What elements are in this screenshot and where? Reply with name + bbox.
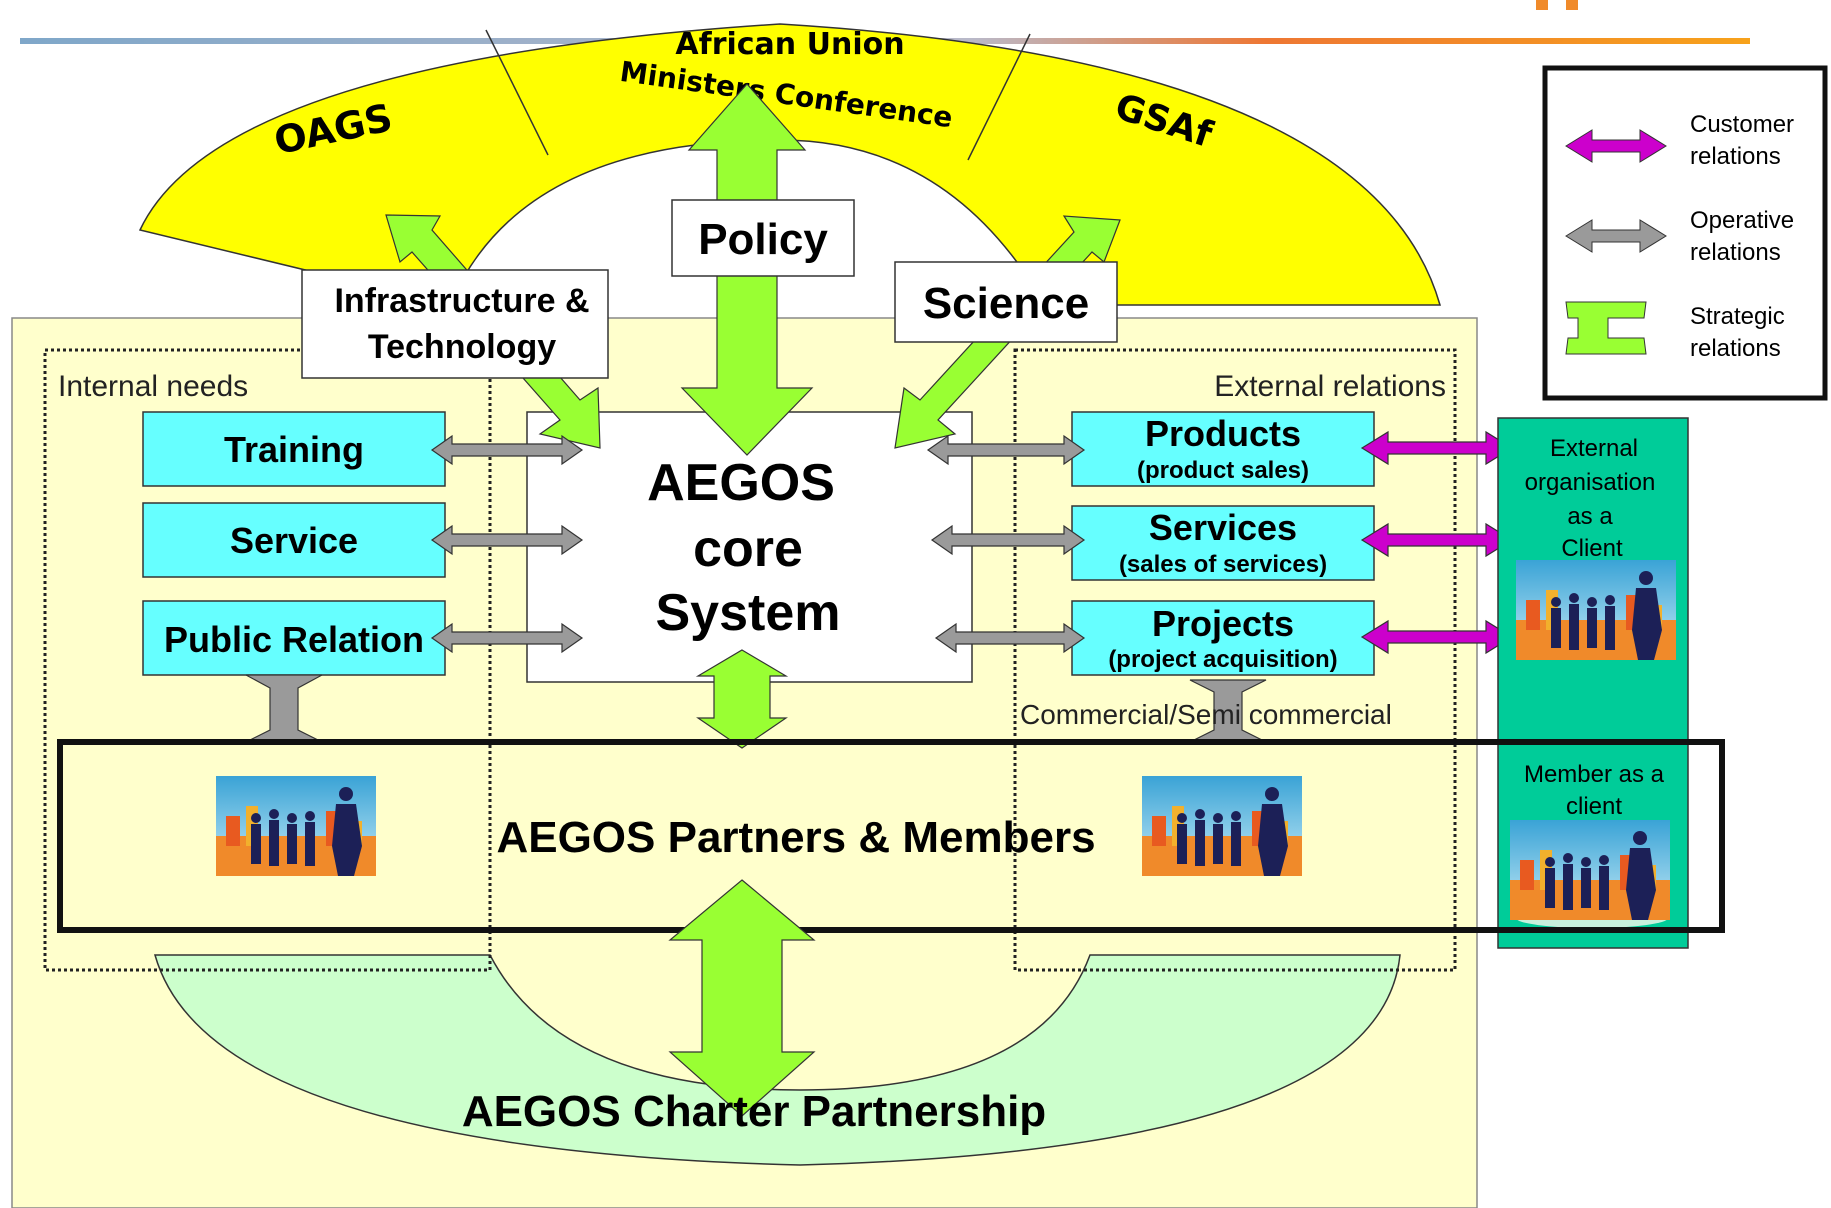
core-line-1: AEGOS — [647, 454, 835, 512]
infrastructure-label-1: Infrastructure & — [334, 282, 589, 320]
service-label: Service — [230, 520, 358, 561]
products-sub: (product sales) — [1137, 457, 1309, 484]
services-box — [1071, 505, 1375, 581]
core-line-2: core — [693, 520, 803, 578]
partners-picture-left — [216, 776, 376, 876]
commercial-label: Commercial/Semi commercial — [1020, 699, 1392, 730]
public-relation-label: Public Relation — [164, 619, 424, 660]
operative-arrow — [430, 622, 584, 654]
core-line-3: System — [656, 584, 841, 642]
services-sub: (sales of services) — [1119, 551, 1327, 578]
legend-strategic-2: relations — [1690, 335, 1781, 362]
internal-needs-box — [43, 348, 492, 972]
legend-customer-2: relations — [1690, 143, 1781, 170]
services-label: Services — [1149, 507, 1297, 548]
header-mark — [1536, 0, 1548, 10]
policy-label: Policy — [698, 215, 828, 264]
core-system-box — [526, 411, 973, 683]
legend-customer-1: Customer — [1690, 111, 1794, 138]
science-box — [894, 261, 1118, 343]
header-mark — [1566, 0, 1578, 10]
external-relations-box — [1013, 348, 1457, 972]
operative-arrow — [430, 524, 584, 556]
external-client-1: External — [1550, 435, 1638, 462]
infrastructure-label-2: Technology — [368, 328, 556, 366]
external-relations-title: External relations — [1214, 370, 1446, 403]
member-client-1: Member as a — [1524, 761, 1665, 788]
charter-arc — [154, 954, 1401, 1166]
products-label: Products — [1145, 413, 1301, 454]
legend-operative-2: relations — [1690, 239, 1781, 266]
external-client-4: Client — [1561, 535, 1623, 562]
legend-operative-1: Operative — [1690, 207, 1794, 234]
member-client-2: client — [1566, 793, 1622, 820]
partners-charter-arrow — [668, 879, 816, 1117]
operative-arrow — [930, 524, 1086, 556]
operative-arrow — [926, 434, 1086, 466]
training-label: Training — [224, 429, 364, 470]
science-label: Science — [923, 279, 1089, 328]
partners-members-box — [57, 739, 1725, 933]
core-partners-arrow — [695, 649, 789, 749]
legend-customer-arrow — [1565, 129, 1667, 163]
charter-label: AEGOS Charter Partnership — [462, 1087, 1046, 1136]
legend-operative-arrow — [1565, 219, 1667, 253]
operative-arrow — [430, 434, 584, 466]
external-client-3: as a — [1567, 503, 1613, 530]
infrastructure-box — [301, 269, 609, 379]
operative-arrow — [934, 622, 1086, 654]
training-box — [142, 411, 446, 487]
service-box — [142, 502, 446, 578]
legend-strategic-1: Strategic — [1690, 303, 1785, 330]
external-client-picture — [1516, 560, 1676, 660]
partners-picture-right — [1142, 776, 1302, 876]
projects-sub: (project acquisition) — [1108, 646, 1337, 673]
policy-box — [671, 199, 855, 277]
arc-divider — [485, 29, 549, 156]
projects-box — [1071, 600, 1375, 676]
partners-label: AEGOS Partners & Members — [496, 813, 1095, 862]
arc-divider — [967, 33, 1031, 161]
projects-label: Projects — [1152, 603, 1294, 644]
external-client-2: organisation — [1525, 469, 1656, 496]
au-label-1: African Union — [675, 27, 904, 62]
member-client-picture — [1510, 820, 1670, 920]
internal-needs-title: Internal needs — [58, 370, 248, 403]
legend-strategic-arrow — [1565, 301, 1647, 355]
